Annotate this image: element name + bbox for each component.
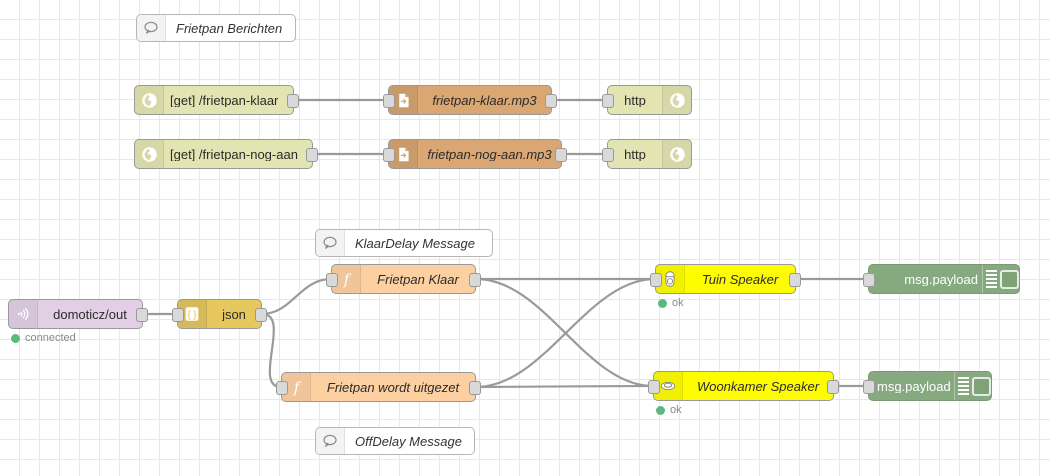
node-sonos-tuin-speaker[interactable]: Tuin Speaker ok <box>650 264 801 309</box>
node-http-response-2[interactable]: http <box>602 139 692 169</box>
debug-bars-icon <box>982 265 999 293</box>
status-dot-icon <box>656 405 665 415</box>
function-f-icon: f <box>282 373 311 401</box>
node-file-frietpan-klaar-mp3[interactable]: frietpan-klaar.mp3 <box>383 85 557 115</box>
node-function-frietpan-klaar[interactable]: f Frietpan Klaar <box>326 264 481 294</box>
input-port[interactable] <box>326 273 338 287</box>
node-label: [get] /frietpan-nog-aan <box>170 147 298 161</box>
input-port[interactable] <box>602 148 614 162</box>
comment-label: KlaarDelay Message <box>355 235 475 251</box>
node-label: msg.payload <box>877 379 951 393</box>
node-label: Tuin Speaker <box>701 272 779 286</box>
node-sonos-woonkamer-speaker[interactable]: Woonkamer Speaker ok <box>648 371 839 416</box>
status-dot-icon <box>11 333 20 343</box>
input-port[interactable] <box>863 380 875 394</box>
input-port[interactable] <box>383 94 395 108</box>
node-label: Woonkamer Speaker <box>696 379 820 393</box>
output-port[interactable] <box>287 94 299 108</box>
comment-label: OffDelay Message <box>355 433 462 449</box>
svg-text:{}: {} <box>186 310 198 321</box>
status-sonos-woonkamer: ok <box>656 404 682 416</box>
node-label: Frietpan wordt uitgezet <box>326 380 460 394</box>
node-label: http <box>624 147 646 161</box>
wire-funcklaar-to-woonkamer <box>475 277 654 388</box>
globe-icon <box>135 140 164 168</box>
input-port[interactable] <box>863 273 875 287</box>
debug-bars-icon <box>954 372 971 400</box>
input-port[interactable] <box>383 148 395 162</box>
node-mqtt-in-domoticz-out[interactable]: domoticz/out connected <box>8 299 148 344</box>
output-port[interactable] <box>789 273 801 287</box>
status-text: ok <box>670 404 682 416</box>
comment-node-klaardelay[interactable]: KlaarDelay Message <box>315 229 493 257</box>
status-text: ok <box>672 297 684 309</box>
output-port[interactable] <box>545 94 557 108</box>
node-debug-2[interactable]: msg.payload <box>863 371 992 401</box>
node-file-frietpan-nog-aan-mp3[interactable]: frietpan-nog-aan.mp3 <box>383 139 567 169</box>
globe-icon <box>662 140 691 168</box>
status-sonos-tuin: ok <box>658 297 684 309</box>
comment-icon <box>316 230 345 256</box>
node-label: domoticz/out <box>53 307 127 321</box>
node-label: json <box>222 307 246 321</box>
wire-funcuitgezet-to-woonkamer <box>475 384 654 389</box>
input-port[interactable] <box>172 308 184 322</box>
svg-text:f: f <box>292 380 301 395</box>
comment-label: Frietpan Berichten <box>176 20 283 36</box>
output-port[interactable] <box>469 273 481 287</box>
debug-toggle-button[interactable] <box>999 265 1019 293</box>
globe-icon <box>135 86 164 114</box>
node-http-in-frietpan-klaar[interactable]: [get] /frietpan-klaar <box>134 85 299 115</box>
wire-funcuitgezet-to-tuin <box>475 277 656 389</box>
node-label: http <box>624 93 646 107</box>
comment-icon <box>316 428 345 454</box>
mqtt-signal-icon <box>9 300 38 328</box>
node-json[interactable]: {} json <box>172 299 267 329</box>
output-port[interactable] <box>255 308 267 322</box>
comment-node-frietpan-berichten[interactable]: Frietpan Berichten <box>136 14 296 42</box>
output-port[interactable] <box>306 148 318 162</box>
globe-icon <box>662 86 691 114</box>
node-debug-1[interactable]: msg.payload <box>863 264 1020 294</box>
input-port[interactable] <box>602 94 614 108</box>
wire-json-to-func-klaar <box>261 277 332 316</box>
node-label: frietpan-nog-aan.mp3 <box>427 147 552 161</box>
node-http-in-frietpan-nog-aan[interactable]: [get] /frietpan-nog-aan <box>134 139 318 169</box>
node-function-frietpan-wordt-uitgezet[interactable]: f Frietpan wordt uitgezet <box>276 372 481 402</box>
output-port[interactable] <box>469 381 481 395</box>
node-label: [get] /frietpan-klaar <box>170 93 279 107</box>
comment-node-offdelay[interactable]: OffDelay Message <box>315 427 475 455</box>
output-port[interactable] <box>827 380 839 394</box>
node-label: Frietpan Klaar <box>377 272 459 286</box>
wire-json-to-func-uitgezet <box>261 312 282 389</box>
debug-toggle-button[interactable] <box>971 372 991 400</box>
output-port[interactable] <box>555 148 567 162</box>
input-port[interactable] <box>650 273 662 287</box>
node-label: msg.payload <box>904 272 978 286</box>
input-port[interactable] <box>276 381 288 395</box>
node-http-response-1[interactable]: http <box>602 85 692 115</box>
status-mqtt-connected: connected <box>11 332 76 344</box>
node-label: frietpan-klaar.mp3 <box>432 93 537 107</box>
input-port[interactable] <box>648 380 660 394</box>
svg-text:f: f <box>342 272 351 287</box>
output-port[interactable] <box>136 308 148 322</box>
status-dot-icon <box>658 298 667 308</box>
status-text: connected <box>25 332 76 344</box>
comment-icon <box>137 15 166 41</box>
